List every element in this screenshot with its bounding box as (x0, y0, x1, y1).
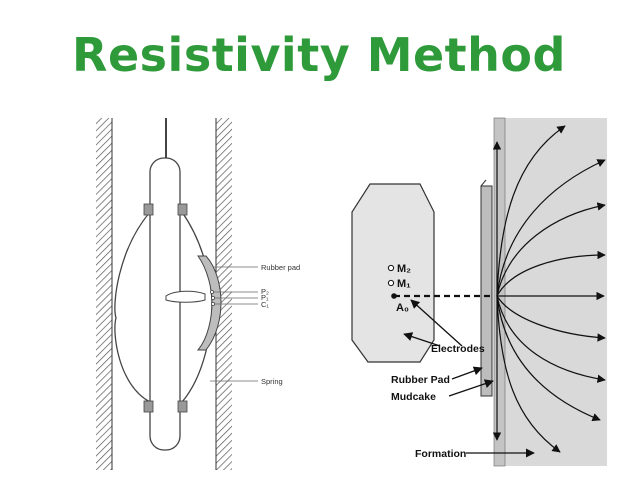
tool-body (149, 157, 181, 451)
current-lines (492, 125, 606, 453)
clamp-bottom-left (143, 400, 154, 413)
label-p1: P₁ (261, 293, 269, 302)
label-rubber-pad-left: Rubber pad (261, 263, 300, 272)
label-mudcake: Mudcake (391, 391, 436, 403)
label-formation: Formation (415, 448, 466, 460)
label-m2: M₂ (397, 263, 411, 275)
clamp-bottom-right (177, 400, 188, 413)
electrode-m2-dot (387, 264, 395, 272)
borehole-wall-left (96, 118, 112, 470)
label-c1: C₁ (261, 300, 269, 309)
sonde-body (351, 183, 435, 363)
label-rubber-pad-right: Rubber Pad (391, 374, 450, 386)
bow-spring-right (181, 211, 213, 403)
page-title: Resistivity Method (72, 28, 566, 82)
pad-right (480, 185, 493, 397)
label-electrodes: Electrodes (431, 343, 485, 355)
bow-spring-left (114, 211, 151, 403)
clamp-top-left (143, 203, 154, 216)
pad-arm (165, 290, 206, 303)
clamp-top-right (177, 203, 188, 216)
formation-area (505, 118, 607, 466)
electrode-m1-dot (387, 279, 395, 287)
left-tool-diagram: Rubber pad P₂ P₁ C₁ Spring (96, 118, 300, 470)
label-p2: P₂ (261, 287, 269, 296)
borehole-wall-right (216, 118, 232, 470)
label-a0: A₀ (396, 302, 409, 314)
label-spring: Spring (261, 377, 283, 386)
label-m1: M₁ (397, 278, 411, 290)
right-tool-diagram: M₂ M₁ A₀ Electrodes Rubber Pad Mudcake F… (351, 117, 607, 467)
electrode-a0-dot (391, 293, 397, 299)
